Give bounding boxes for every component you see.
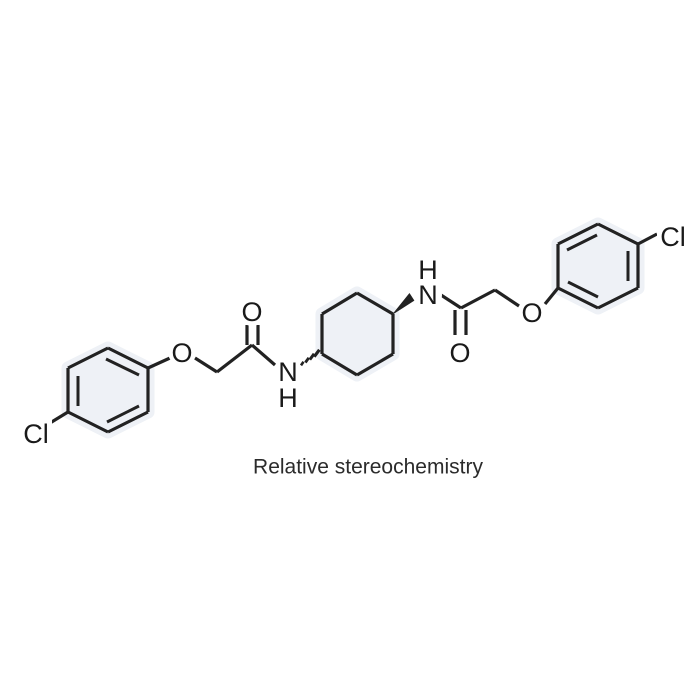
ring-highlights xyxy=(61,217,645,439)
bond-left-ring-double-2 xyxy=(105,357,140,377)
bond-cyclohexane-2-3 xyxy=(321,291,358,316)
atom-label-ether-oxygen-left: O xyxy=(171,338,192,368)
cyclohexane-core xyxy=(320,291,395,377)
solid-wedge-bond-right xyxy=(392,293,415,315)
bond-left-ring-b-c xyxy=(107,346,149,370)
bond-right-ring-double-3 xyxy=(567,280,599,299)
bond-right-ether-o-to-ring xyxy=(543,286,560,306)
atom-labels: Cl O O N H H N O O Cl xyxy=(23,222,686,449)
bond-left-ring-to-chlorine xyxy=(49,410,69,425)
bond-left-carbonyl-to-nitrogen xyxy=(250,343,277,367)
bond-left-ring-a-b xyxy=(67,346,109,370)
hashed-wedge-bond-left xyxy=(299,348,321,367)
hash-stroke-1 xyxy=(299,361,305,367)
bond-right-ring-to-chlorine xyxy=(637,232,658,246)
atom-label-amide-hydrogen-left: H xyxy=(278,383,298,413)
left-acetamide-chain xyxy=(147,325,277,374)
atom-label-carbonyl-oxygen-right: O xyxy=(449,338,470,368)
label-backdrops xyxy=(20,222,691,449)
bond-left-ring-to-ether-o xyxy=(147,356,171,370)
cyclohexane-halo xyxy=(315,286,400,382)
bond-left-ether-o-to-ch2 xyxy=(194,356,218,374)
bond-cyclohexane-6-1 xyxy=(321,352,358,377)
bond-left-ch2-to-carbonyl xyxy=(216,343,253,374)
bond-right-ring-i-j xyxy=(597,222,639,246)
bond-right-ring-h-i xyxy=(557,222,599,246)
bond-right-ring-k-l xyxy=(597,286,639,310)
bond-right-ch2-to-ether-o xyxy=(494,288,520,308)
bond-cyclohexane-3-4 xyxy=(356,291,394,316)
hash-stroke-3 xyxy=(308,352,316,361)
atom-label-amide-nitrogen-left: N xyxy=(278,357,298,387)
right-acetamide-chain xyxy=(440,286,560,335)
bond-left-ring-d-e xyxy=(107,410,149,434)
atom-label-amide-nitrogen-right: N xyxy=(418,280,438,310)
right-chlorophenyl-ring xyxy=(556,222,640,310)
atom-label-chlorine-left: Cl xyxy=(23,419,49,449)
hash-stroke-2 xyxy=(304,356,310,364)
atom-label-carbonyl-oxygen-left: O xyxy=(241,297,262,327)
bond-right-ring-l-g xyxy=(557,286,599,310)
bond-left-ring-double-3 xyxy=(106,404,140,424)
atom-label-amide-hydrogen-right: H xyxy=(418,255,438,285)
hash-stroke-4 xyxy=(312,348,321,358)
bond-cyclohexane-5-6 xyxy=(356,352,394,377)
bond-left-ring-e-f xyxy=(67,410,109,434)
bond-right-nitrogen-to-carbonyl xyxy=(440,293,462,310)
bond-right-ring-double-1 xyxy=(566,233,598,252)
atom-label-chlorine-right: Cl xyxy=(660,222,686,252)
bond-right-carbonyl-to-ch2 xyxy=(460,288,496,310)
left-chlorophenyl-ring xyxy=(66,346,150,434)
stereochemistry-caption: Relative stereochemistry xyxy=(253,456,483,479)
atom-label-ether-oxygen-right: O xyxy=(521,298,542,328)
